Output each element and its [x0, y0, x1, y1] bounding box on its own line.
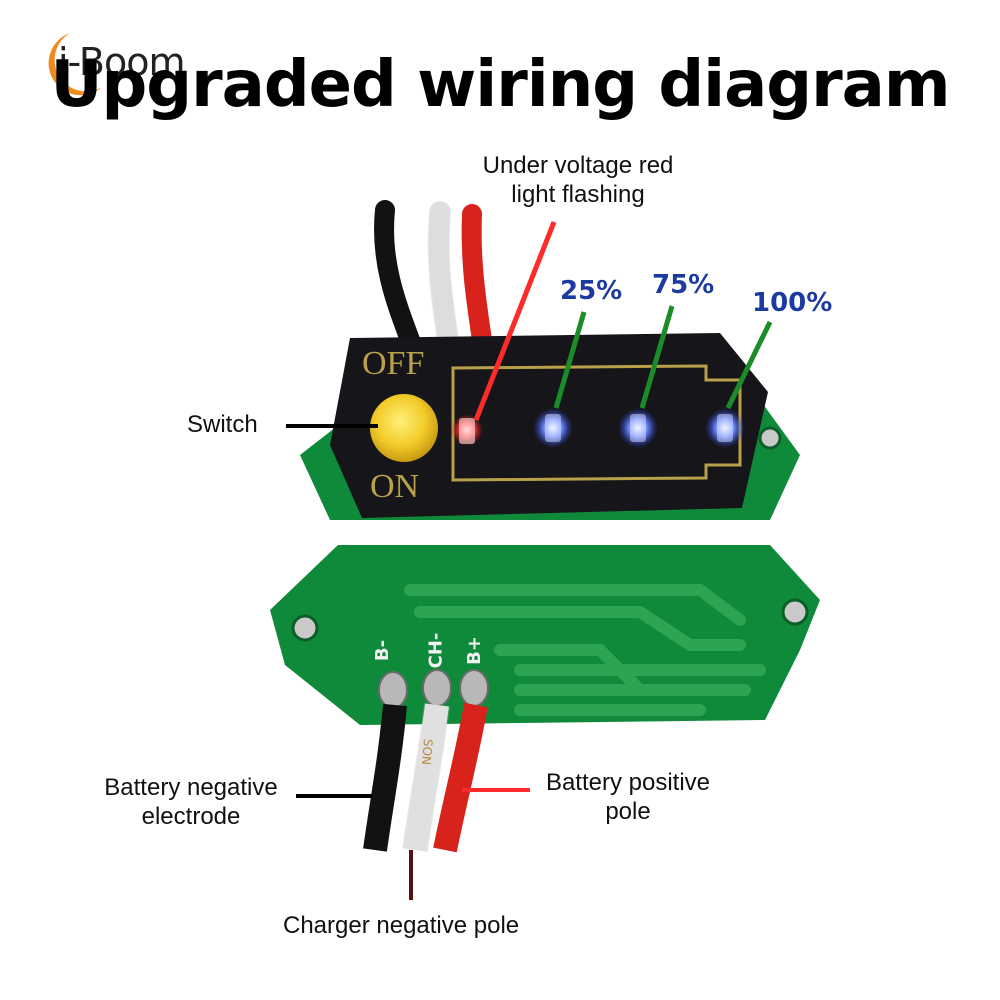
led-25: [533, 408, 573, 448]
top-white-wire: [428, 202, 458, 350]
led-label-75: 75%: [652, 270, 715, 300]
switch-on-label: ON: [370, 468, 420, 505]
led-100: [705, 408, 745, 448]
lower-pcb: [270, 545, 820, 725]
pin-label-b-minus: B-: [372, 639, 394, 662]
led-red: [451, 414, 483, 446]
under-voltage-line2: light flashing: [511, 181, 645, 208]
battery-positive-line2: pole: [605, 798, 651, 825]
led-label-25: 25%: [560, 276, 623, 306]
charger-negative-callout: Charger negative pole: [283, 912, 520, 939]
pcb-traces: [404, 584, 766, 716]
page-title: Upgraded wiring diagram: [50, 48, 950, 122]
solder-pads: [378, 669, 489, 709]
pin-label-ch-minus: CH-: [425, 632, 447, 669]
lower-pcb-hole-right: [781, 598, 809, 626]
wire-print: SON: [418, 738, 436, 766]
battery-negative-line1: Battery negative: [104, 774, 278, 801]
top-black-wire: [374, 200, 420, 350]
bottom-white-wire: [403, 703, 449, 852]
pointer-75: [639, 305, 675, 409]
pointer-100: [725, 320, 773, 410]
battery-negative-line2: electrode: [141, 803, 241, 830]
led-label-100: 100%: [752, 288, 833, 318]
under-voltage-line1: Under voltage red: [482, 152, 674, 179]
bottom-wires: [363, 702, 488, 853]
switch-knob: [370, 394, 438, 462]
under-voltage-callout: Under voltage red light flashing: [478, 151, 678, 209]
battery-negative-callout: Battery negative electrode: [96, 773, 286, 831]
bottom-black-wire: [363, 703, 407, 852]
switch-off-label: OFF: [362, 345, 425, 382]
pointer-25: [553, 311, 587, 409]
top-wires: [374, 200, 492, 351]
upper-pcb-hole-right: [758, 426, 782, 450]
led-75: [618, 408, 658, 448]
switch-callout: Switch: [187, 411, 258, 438]
under-voltage-pointer: [473, 221, 557, 421]
top-red-wire: [461, 204, 492, 350]
battery-outline: [451, 364, 742, 482]
battery-positive-callout: Battery positive pole: [538, 768, 718, 826]
logo-text: i-Boom: [58, 40, 185, 84]
battery-positive-line1: Battery positive: [545, 769, 711, 796]
bottom-red-wire: [433, 702, 488, 853]
pin-label-b-plus: B+: [463, 636, 485, 665]
lower-pcb-hole-left: [291, 614, 319, 642]
